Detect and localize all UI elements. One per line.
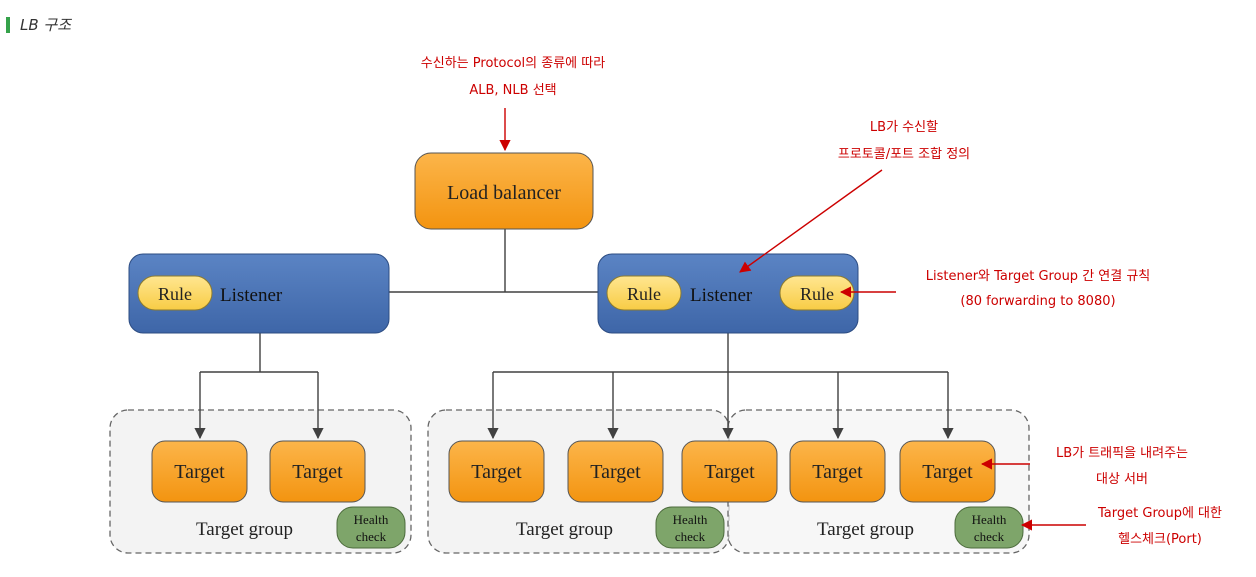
target-group-label: Target group [817, 519, 914, 540]
health-check-line1: Health [354, 512, 389, 527]
target-group-label: Target group [196, 519, 293, 540]
section-heading: LB 구조 [6, 14, 71, 35]
annotation-health: Target Group에 대한 헬스체크(Port) [1020, 506, 1222, 547]
health-check-3: Health check [954, 506, 1024, 549]
annotation-text: (80 forwarding to 8080) [960, 294, 1115, 309]
annotation-text: Target Group에 대한 [1097, 506, 1222, 521]
health-check-line2: check [356, 529, 387, 544]
target-label: Target [922, 461, 973, 483]
annotation-text: Listener와 Target Group 간 연결 규칙 [926, 269, 1151, 284]
load-balancer-node: Load balancer [414, 152, 594, 230]
listener-left: Rule Listener [128, 253, 390, 334]
rule-pill-right-b [779, 275, 855, 311]
target-node-7: Target [899, 440, 996, 503]
target-node-2: Target [269, 440, 366, 503]
annotation-text: 대상 서버 [1096, 472, 1148, 487]
annotation-text: 수신하는 Protocol의 종류에 따라 [421, 56, 605, 71]
rule-label: Rule [158, 284, 192, 304]
annotation-text: 프로토콜/포트 조합 정의 [838, 147, 970, 162]
heading-title: LB 구조 [20, 16, 72, 34]
listener-label: Listener [220, 285, 283, 306]
target-group-label: Target group [516, 519, 613, 540]
target-node-3: Target [448, 440, 545, 503]
annotation-text: LB가 트래픽을 내려주는 [1056, 446, 1188, 461]
target-node-1: Target [151, 440, 248, 503]
annotation-target: LB가 트래픽을 내려주는 대상 서버 [980, 446, 1188, 487]
rule-label: Rule [800, 284, 834, 304]
health-check-2: Health check [655, 506, 725, 549]
annotation-rule: Listener와 Target Group 간 연결 규칙 (80 forwa… [839, 269, 1151, 309]
health-check-1: Health check [336, 506, 406, 549]
load-balancer-label: Load balancer [447, 182, 561, 204]
annotation-protocol: 수신하는 Protocol의 종류에 따라 ALB, NLB 선택 [421, 56, 605, 152]
health-check-line2: check [675, 529, 706, 544]
health-check-line1: Health [972, 512, 1007, 527]
annotation-listener: LB가 수신할 프로토콜/포트 조합 정의 [739, 120, 970, 273]
target-node-5: Target [681, 440, 778, 503]
target-label: Target [471, 461, 522, 483]
health-check-line2: check [974, 529, 1005, 544]
annotation-text: LB가 수신할 [870, 120, 938, 135]
connectors [194, 228, 954, 440]
listener-right: Rule Listener Rule [597, 253, 859, 334]
annotation-text: ALB, NLB 선택 [469, 83, 556, 98]
rule-label: Rule [627, 284, 661, 304]
heading-bar [6, 16, 10, 33]
target-label: Target [292, 461, 343, 483]
target-label: Target [590, 461, 641, 483]
listener-label: Listener [690, 285, 753, 306]
target-label: Target [174, 461, 225, 483]
target-label: Target [812, 461, 863, 483]
target-node-4: Target [567, 440, 664, 503]
health-check-line1: Health [673, 512, 708, 527]
annotation-text: 헬스체크(Port) [1118, 532, 1202, 547]
rule-pill-left [137, 275, 213, 311]
rule-pill-right-a [606, 275, 682, 311]
target-label: Target [704, 461, 755, 483]
target-node-6: Target [789, 440, 886, 503]
